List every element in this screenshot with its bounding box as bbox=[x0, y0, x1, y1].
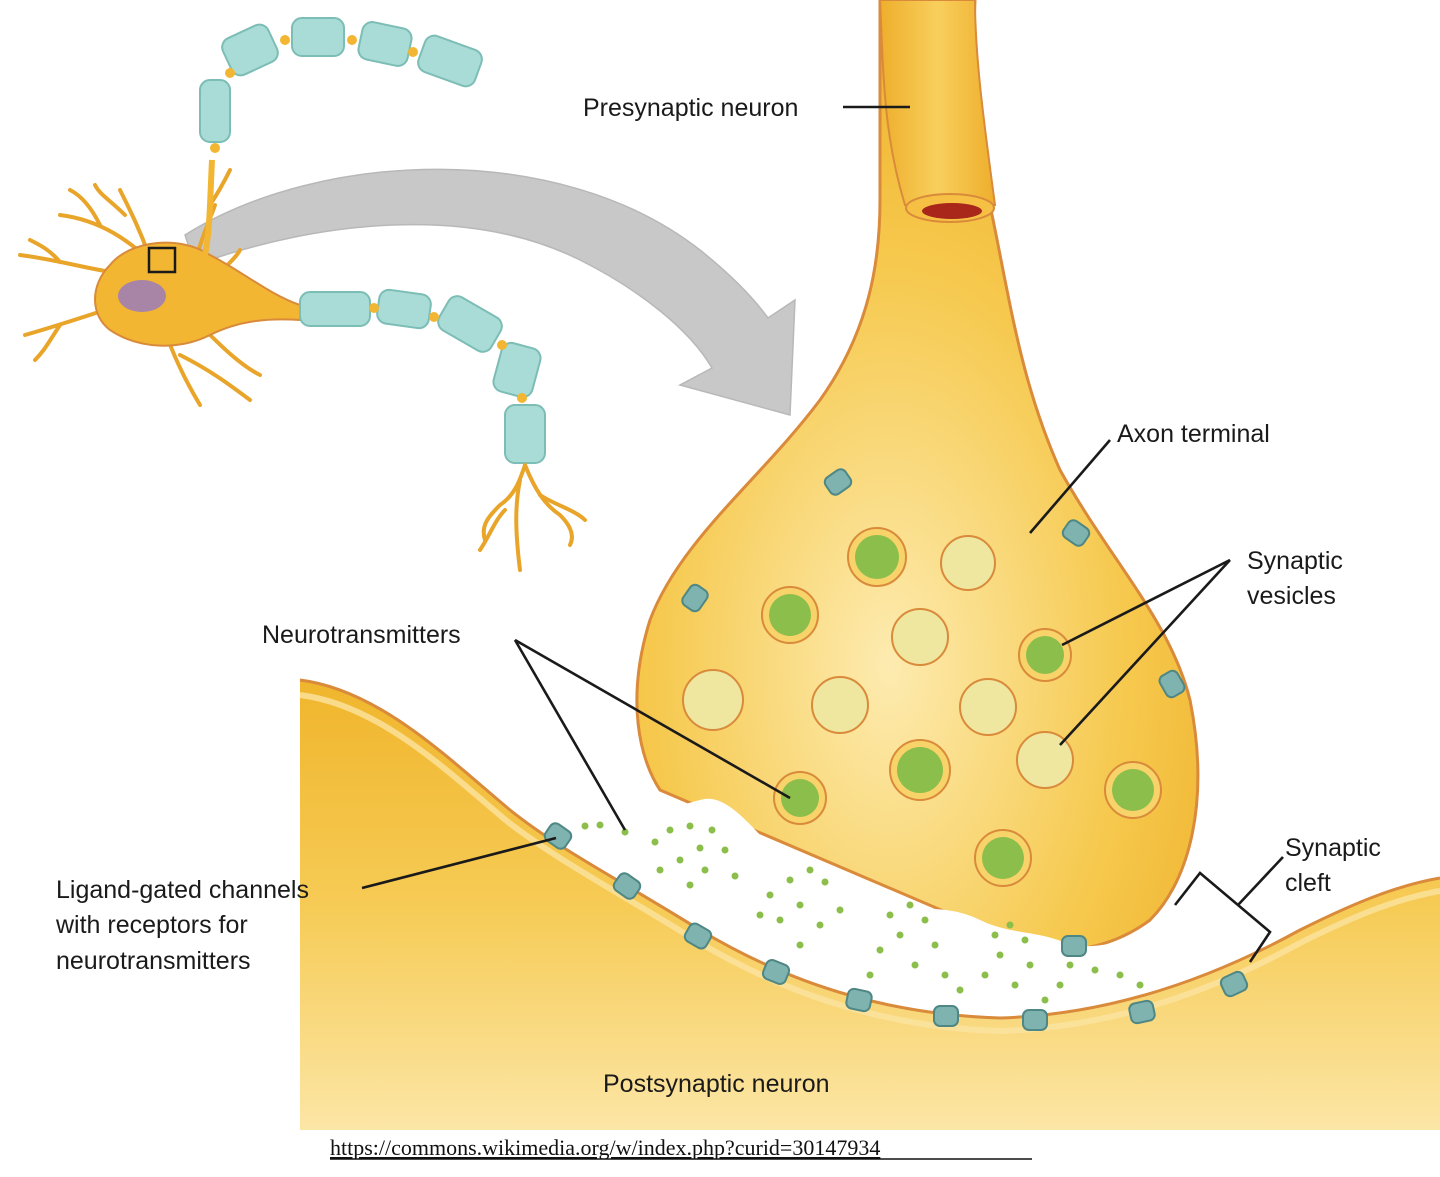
vesicle-empty bbox=[940, 535, 996, 591]
label-synaptic-vesicles-2: vesicles bbox=[1247, 582, 1336, 610]
label-postsynaptic-neuron: Postsynaptic neuron bbox=[603, 1070, 830, 1098]
vesicle-empty bbox=[1016, 731, 1074, 789]
vesicle-filled bbox=[1018, 628, 1072, 682]
synaptic-vesicles bbox=[682, 527, 1162, 887]
axon-terminal bbox=[635, 0, 1200, 953]
label-synaptic-cleft-1: Synaptic bbox=[1285, 834, 1381, 862]
nucleus bbox=[118, 280, 166, 312]
magnify-arrow bbox=[184, 168, 796, 416]
label-synaptic-cleft-2: cleft bbox=[1285, 869, 1331, 897]
vesicle-filled bbox=[889, 739, 951, 801]
vesicle-filled bbox=[1104, 761, 1162, 819]
zoom-box bbox=[147, 246, 177, 274]
vesicle-empty bbox=[682, 669, 744, 731]
label-ligand-gated-1: Ligand-gated channels bbox=[56, 876, 309, 904]
vesicle-empty bbox=[891, 608, 949, 666]
label-neurotransmitters: Neurotransmitters bbox=[262, 621, 461, 649]
vesicle-filled bbox=[761, 586, 819, 644]
vesicle-filled bbox=[847, 527, 907, 587]
vesicle-empty bbox=[959, 678, 1017, 736]
label-axon-terminal: Axon terminal bbox=[1117, 420, 1270, 448]
vesicle-filled bbox=[974, 829, 1032, 887]
vesicle-filled bbox=[773, 771, 827, 825]
label-synaptic-vesicles-1: Synaptic bbox=[1247, 547, 1343, 575]
label-presynaptic-neuron: Presynaptic neuron bbox=[583, 94, 798, 122]
label-ligand-gated-2: with receptors for bbox=[55, 911, 248, 939]
label-ligand-gated-3: neurotransmitters bbox=[56, 947, 251, 975]
neurotransmitter-dots bbox=[581, 821, 1144, 1004]
whole-neuron-illustration bbox=[18, 17, 587, 572]
vesicle-empty bbox=[811, 676, 869, 734]
source-link[interactable]: https://commons.wikimedia.org/w/index.ph… bbox=[330, 1135, 880, 1160]
ligand-gated-channels bbox=[543, 468, 1249, 1031]
leader-lines bbox=[361, 105, 1284, 963]
